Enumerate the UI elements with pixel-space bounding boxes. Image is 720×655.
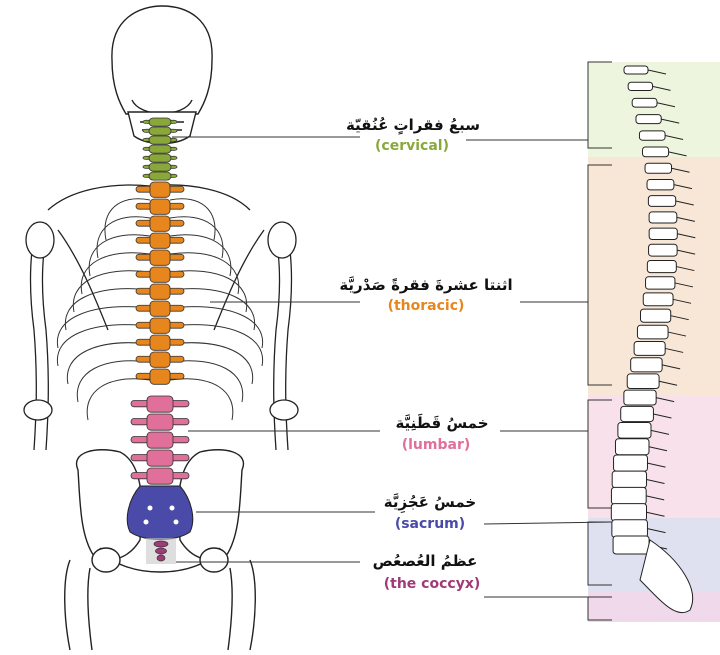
coccyx-label-arabic: عظمُ العُصعُص xyxy=(360,552,490,570)
lumbar-label-english: (lumbar) xyxy=(386,437,486,453)
side-vertebra xyxy=(614,455,648,471)
side-vertebra xyxy=(613,536,649,554)
cervical-vertebra xyxy=(143,154,177,162)
side-vertebra xyxy=(649,244,678,256)
side-vertebra xyxy=(634,342,665,356)
cervical-vertebra xyxy=(143,163,177,171)
thoracic-vertebra xyxy=(136,182,184,197)
cervical-vertebra xyxy=(143,145,177,153)
side-vertebra xyxy=(649,212,677,223)
side-vertebra xyxy=(624,390,656,405)
side-vertebra xyxy=(611,504,646,521)
cervical-label-english: (cervical) xyxy=(362,138,462,154)
side-vertebra xyxy=(645,163,671,173)
thoracic-vertebra xyxy=(136,318,184,333)
side-vertebra xyxy=(646,277,675,289)
sacrum-label-english: (sacrum) xyxy=(380,516,480,532)
coccyx-bone xyxy=(157,555,165,561)
lumbar-label-arabic: خمسُ قَطَنِيَّة xyxy=(382,414,502,432)
thoracic-vertebra xyxy=(136,301,184,316)
side-vertebra xyxy=(639,131,665,140)
side-vertebra xyxy=(618,423,651,439)
side-vertebra xyxy=(628,82,652,90)
lumbar-vertebra xyxy=(131,450,189,466)
side-vertebra xyxy=(627,374,659,389)
thoracic-vertebra xyxy=(136,284,184,299)
thoracic-vertebra xyxy=(136,335,184,350)
side-vertebra xyxy=(648,196,675,207)
side-vertebra xyxy=(631,358,662,372)
lumbar-vertebra xyxy=(131,414,189,430)
side-vertebra xyxy=(612,471,646,488)
side-vertebra xyxy=(642,147,668,157)
side-vertebra xyxy=(621,406,654,421)
rib-right xyxy=(170,379,233,420)
sacrum-label-arabic: خمسُ عَجُزِيَّة xyxy=(370,493,490,511)
thoracic-vertebra xyxy=(136,250,184,265)
coccyx-bone xyxy=(156,548,167,554)
cervical-vertebra xyxy=(143,172,177,180)
side-vertebra xyxy=(636,115,661,124)
lumbar-vertebra xyxy=(131,396,189,412)
side-vertebra xyxy=(641,309,671,322)
band-lumbar xyxy=(588,395,720,518)
thoracic-vertebra xyxy=(136,352,184,367)
cervical-label-arabic: سبعُ فقراتٍ عُنُقيّة xyxy=(338,116,488,134)
thoracic-label-arabic: اثنتا عشرةَ فقرةً صَدْريَّة xyxy=(326,276,526,294)
rib-left xyxy=(87,379,150,420)
side-vertebra xyxy=(637,325,668,339)
vertebral-column xyxy=(131,118,189,484)
side-vertebra xyxy=(615,439,649,455)
side-vertebra xyxy=(647,260,676,272)
lumbar-vertebra xyxy=(131,432,189,448)
side-vertebra xyxy=(611,487,646,504)
side-vertebra xyxy=(612,520,648,538)
coccyx-label-english: (the coccyx) xyxy=(372,576,492,592)
thoracic-vertebra xyxy=(136,199,184,214)
side-vertebra xyxy=(632,98,657,107)
thoracic-vertebra xyxy=(136,216,184,231)
thoracic-label-english: (thoracic) xyxy=(376,298,476,314)
side-vertebra xyxy=(643,293,673,306)
thoracic-vertebra xyxy=(136,369,184,384)
band-cervical xyxy=(588,62,720,157)
side-vertebra xyxy=(647,179,674,189)
sacrum-shape xyxy=(127,486,193,540)
side-vertebra xyxy=(649,228,677,239)
thoracic-vertebra xyxy=(136,267,184,282)
side-vertebra xyxy=(624,66,648,74)
coccyx-bone xyxy=(154,541,168,547)
